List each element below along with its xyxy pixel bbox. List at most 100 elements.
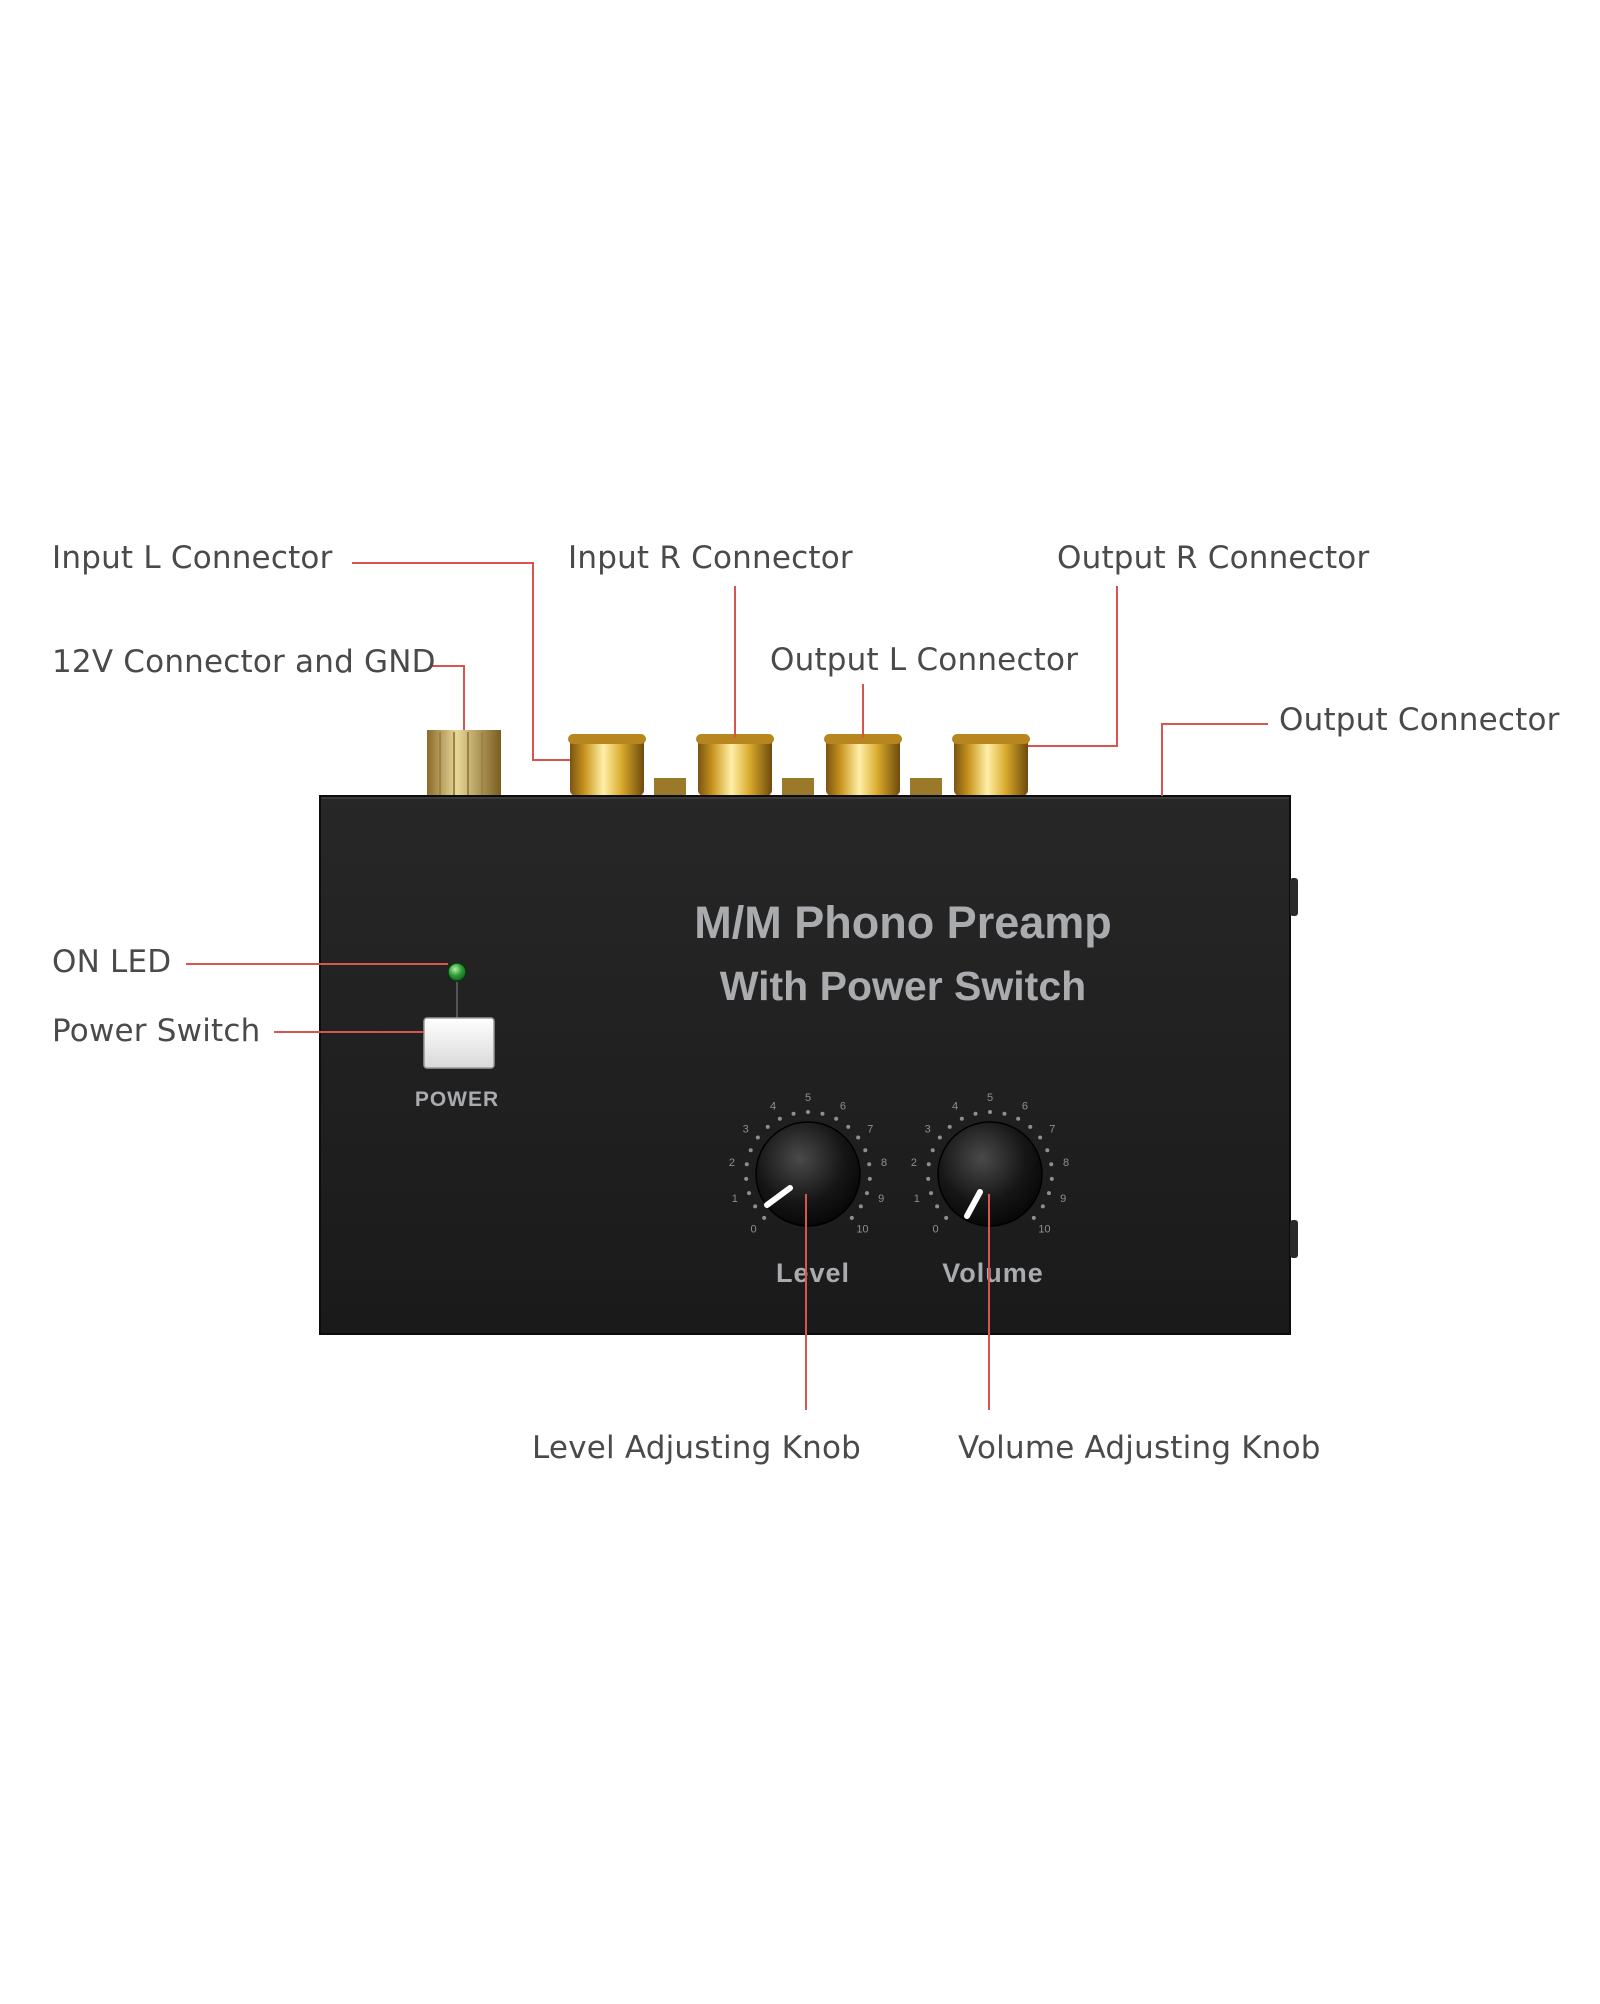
level-dial-dot [864, 1191, 869, 1196]
right-side-jack-lower [1290, 1220, 1298, 1258]
leader-lines [186, 562, 1268, 1410]
level-dial-dot [791, 1111, 796, 1116]
volume-dial-number: 8 [1063, 1157, 1069, 1169]
level-dial-number: 8 [881, 1157, 887, 1169]
input-l-ground-post [654, 778, 686, 796]
leader-output-r [1028, 586, 1118, 747]
volume-dial-dot [926, 1162, 931, 1167]
callout-input-l-connector: Input L Connector [52, 540, 333, 576]
callout-input-r-connector: Input R Connector [568, 540, 853, 576]
volume-dial-dot [1040, 1204, 1045, 1209]
volume-dial-dot [1049, 1176, 1054, 1181]
volume-dial-dot [1031, 1215, 1036, 1220]
volume-dial-dot [1028, 1124, 1033, 1129]
level-dial-dot [744, 1176, 749, 1181]
callout-output-l-connector: Output L Connector [770, 642, 1079, 678]
level-dial-dot [755, 1135, 760, 1140]
volume-dial-dot [935, 1204, 940, 1209]
callout-level-adjusting-knob: Level Adjusting Knob [532, 1430, 862, 1466]
volume-dial-number: 2 [911, 1157, 917, 1169]
input-r-jack [696, 734, 774, 796]
right-side-jack-upper [1290, 878, 1298, 916]
level-dial-number: 7 [867, 1124, 873, 1136]
volume-dial-number: 7 [1049, 1124, 1055, 1136]
level-knob[interactable] [755, 1121, 861, 1227]
level-dial-dot [765, 1124, 770, 1129]
level-dial-number: 6 [840, 1100, 846, 1112]
volume-dial-dot [1002, 1111, 1007, 1116]
volume-dial-dot [947, 1124, 952, 1129]
volume-dial-dot [1045, 1148, 1050, 1153]
12v-connector [427, 730, 501, 796]
leader-12v [430, 665, 465, 730]
level-dial-dot [846, 1124, 851, 1129]
volume-dial-dot [1038, 1135, 1043, 1140]
device-title-line2: With Power Switch [720, 963, 1086, 1009]
level-dial-dot [806, 1110, 810, 1114]
volume-dial-dot [944, 1215, 949, 1220]
level-knob-pointer [764, 1185, 793, 1208]
level-dial-dot [744, 1162, 749, 1167]
input-r-ground-post [782, 778, 814, 796]
level-dial-number: 1 [732, 1193, 738, 1205]
input-l-jack [568, 734, 646, 796]
callout-on-led: ON LED [52, 944, 172, 980]
volume-knob-label: Volume [942, 1258, 1044, 1288]
level-dial-number: 3 [743, 1124, 749, 1136]
volume-dial-dot [1046, 1191, 1051, 1196]
level-dial-number: 0 [750, 1223, 756, 1235]
volume-dial-dot [929, 1191, 934, 1196]
level-dial-dot [777, 1116, 782, 1121]
volume-dial-dot [973, 1111, 978, 1116]
level-knob-label: Level [776, 1258, 850, 1288]
level-dial: 0 1 2 3 4 5 6 7 8 9 10 [729, 1092, 887, 1235]
level-dial-dot [753, 1204, 758, 1209]
leader-output [1161, 723, 1268, 796]
volume-dial-dot [1049, 1162, 1054, 1167]
level-dial-number: 2 [729, 1157, 735, 1169]
callout-power-switch: Power Switch [52, 1013, 261, 1049]
level-dial-dot [762, 1215, 767, 1220]
power-switch-button[interactable] [423, 1017, 495, 1069]
callout-volume-adjusting-knob: Volume Adjusting Knob [958, 1430, 1321, 1466]
level-dial-dot [867, 1162, 872, 1167]
volume-dial-dot [937, 1135, 942, 1140]
volume-dial-number: 0 [932, 1223, 938, 1235]
volume-dial-dot [1016, 1116, 1021, 1121]
volume-dial-number: 6 [1022, 1100, 1028, 1112]
volume-dial-dot [988, 1110, 992, 1114]
level-dial-dot [748, 1148, 753, 1153]
level-dial-number: 4 [770, 1100, 776, 1112]
level-dial-number: 9 [878, 1193, 884, 1205]
level-dial-dot [747, 1191, 752, 1196]
volume-dial-number: 3 [925, 1124, 931, 1136]
level-dial-number: 5 [805, 1092, 811, 1104]
volume-dial-dot [959, 1116, 964, 1121]
volume-dial-number: 10 [1038, 1223, 1050, 1235]
volume-dial-number: 1 [914, 1193, 920, 1205]
device-title-line1: M/M Phono Preamp [694, 897, 1112, 948]
power-label: POWER [415, 1088, 499, 1111]
output-r-jack [952, 734, 1030, 796]
volume-dial-number: 5 [987, 1092, 993, 1104]
volume-dial-dot [930, 1148, 935, 1153]
callout-12v-connector: 12V Connector and GND [52, 644, 436, 680]
rear-connectors [427, 730, 1030, 796]
volume-knob[interactable] [937, 1121, 1043, 1227]
level-dial-dot [863, 1148, 868, 1153]
level-dial-dot [820, 1111, 825, 1116]
volume-dial-number: 4 [952, 1100, 958, 1112]
level-dial-dot [867, 1176, 872, 1181]
level-dial-number: 10 [856, 1223, 868, 1235]
output-l-ground-post [910, 778, 942, 796]
callout-output-connector: Output Connector [1279, 702, 1560, 738]
level-dial-dot [849, 1215, 854, 1220]
level-dial-dot [856, 1135, 861, 1140]
level-dial-dot [858, 1204, 863, 1209]
level-dial-dot [834, 1116, 839, 1121]
power-led [447, 962, 467, 1018]
volume-dial-dot [926, 1176, 931, 1181]
